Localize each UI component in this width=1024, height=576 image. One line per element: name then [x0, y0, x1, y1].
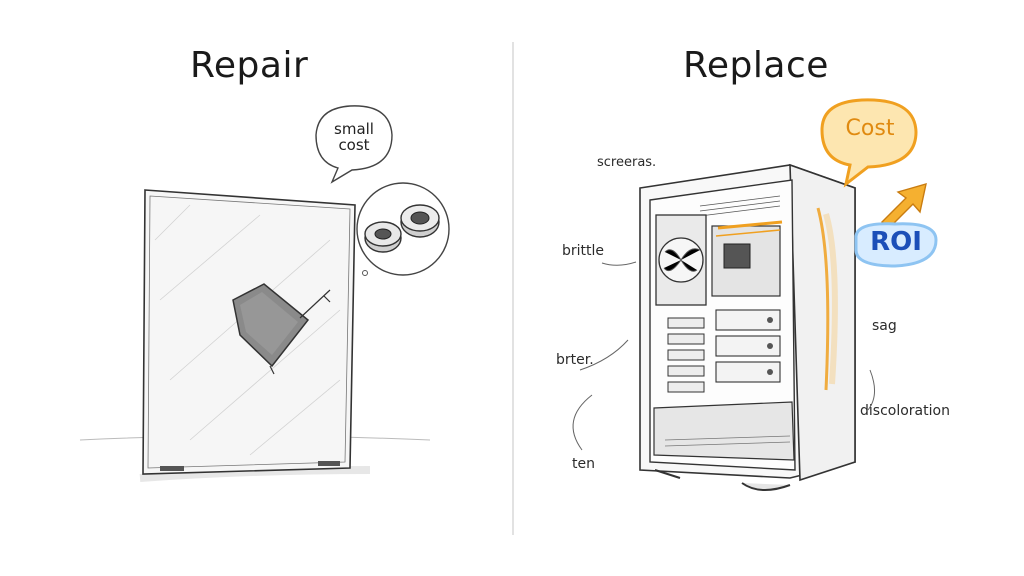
annotation-brter: brter.	[556, 352, 594, 368]
annotation-brittle: brittle	[562, 243, 605, 259]
parts-thought-bubble	[356, 182, 450, 276]
roi-badge	[854, 222, 938, 268]
small-cost-line1: small	[334, 120, 374, 138]
small-cost-line2: cost	[338, 135, 370, 154]
small-cost-text: small cost	[322, 120, 386, 154]
annotation-discoloration: discoloration	[860, 403, 950, 419]
annotation-screens: screeras.	[597, 155, 657, 170]
repair-title: Repair	[190, 45, 309, 86]
roi-text: ROI	[870, 227, 922, 257]
cost-bubble-text: Cost	[845, 116, 895, 141]
damaged-panel-sketch	[79, 189, 431, 482]
annotation-ten: ten	[572, 456, 595, 472]
annotation-sag: sag	[872, 318, 897, 334]
arrow-up-right-icon	[880, 183, 927, 229]
pc-case-sketch	[572, 163, 875, 491]
replace-title: Replace	[683, 45, 829, 86]
cost-speech-bubble	[820, 98, 918, 188]
